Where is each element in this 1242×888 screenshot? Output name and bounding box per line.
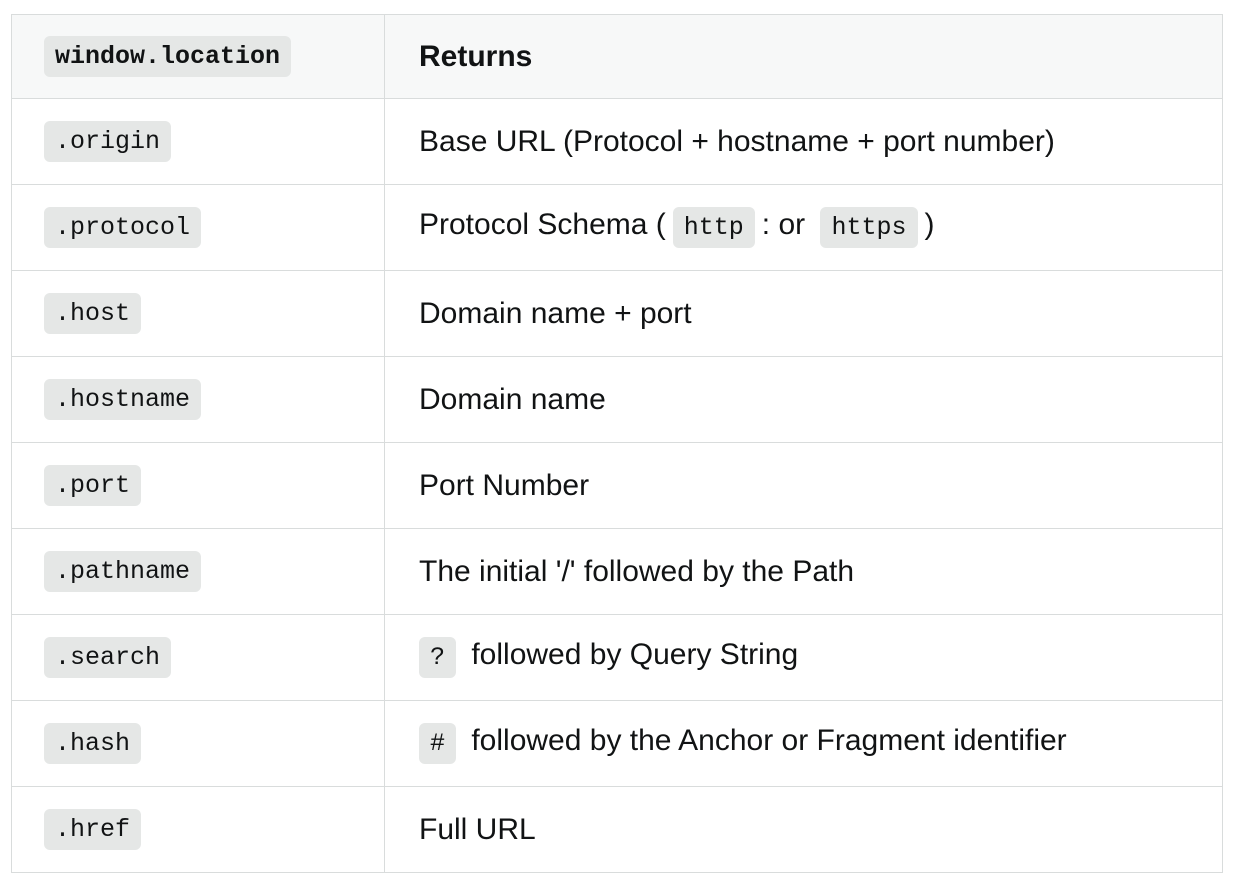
returns-cell: Protocol Schema (http: or https) xyxy=(384,184,1223,271)
table-row: .hash # followed by the Anchor or Fragmen… xyxy=(11,700,1223,787)
returns-text: : or xyxy=(761,208,814,241)
property-code-chip: .hostname xyxy=(44,379,202,420)
returns-text: Port Number xyxy=(419,468,590,502)
returns-text: Base URL (Protocol + hostname + port num… xyxy=(419,124,1055,158)
table-row: .hostname Domain name xyxy=(11,356,1223,443)
returns-text: Full URL xyxy=(419,812,536,846)
table-header-row: window.location Returns xyxy=(11,14,1223,99)
returns-cell: Full URL xyxy=(384,786,1223,873)
table-body: .origin Base URL (Protocol + hostname + p… xyxy=(11,98,1223,873)
returns-cell: ? followed by Query String xyxy=(384,614,1223,701)
returns-cell: Base URL (Protocol + hostname + port num… xyxy=(384,98,1223,185)
property-cell: .hash xyxy=(11,700,385,787)
inline-code-chip: https xyxy=(820,207,918,248)
inline-code-chip: http xyxy=(672,207,755,248)
returns-text: followed by Query String xyxy=(463,638,799,671)
table-row: .host Domain name + port xyxy=(11,270,1223,357)
property-cell: .href xyxy=(11,786,385,873)
table-row: .port Port Number xyxy=(11,442,1223,529)
table-row: .origin Base URL (Protocol + hostname + p… xyxy=(11,98,1223,185)
returns-text: followed by the Anchor or Fragment ident… xyxy=(463,724,1067,757)
returns-cell: Port Number xyxy=(384,442,1223,529)
returns-text: Domain name + port xyxy=(419,296,692,330)
property-code-chip: .port xyxy=(44,465,142,506)
property-code-chip: .protocol xyxy=(44,207,202,248)
returns-text: The initial '/' followed by the Path xyxy=(419,554,855,588)
property-code-chip: .search xyxy=(44,637,172,678)
property-cell: .hostname xyxy=(11,356,385,443)
property-code-chip: .hash xyxy=(44,723,142,764)
property-cell: .port xyxy=(11,442,385,529)
property-cell: .protocol xyxy=(11,184,385,271)
returns-cell: The initial '/' followed by the Path xyxy=(384,528,1223,615)
returns-cell: Domain name + port xyxy=(384,270,1223,357)
property-cell: .search xyxy=(11,614,385,701)
property-code-chip: .origin xyxy=(44,121,172,162)
header-cell-returns: Returns xyxy=(384,14,1223,99)
inline-code-chip: ? xyxy=(419,637,457,678)
table-row: .pathname The initial '/' followed by the… xyxy=(11,528,1223,615)
property-code-chip: .href xyxy=(44,809,142,850)
returns-text: Protocol Schema ( xyxy=(419,208,666,241)
header-cell-property: window.location xyxy=(11,14,385,99)
returns-text: ) xyxy=(924,208,935,241)
returns-cell: # followed by the Anchor or Fragment ide… xyxy=(384,700,1223,787)
returns-cell: Domain name xyxy=(384,356,1223,443)
table-row: .protocol Protocol Schema (http: or https… xyxy=(11,184,1223,271)
window-location-reference: window.location Returns .origin Base URL … xyxy=(11,14,1223,873)
table-row: .href Full URL xyxy=(11,786,1223,873)
returns-text: Domain name xyxy=(419,382,606,416)
table-header: window.location Returns xyxy=(11,14,1223,99)
property-code-chip: .pathname xyxy=(44,551,202,592)
property-cell: .origin xyxy=(11,98,385,185)
inline-code-chip: # xyxy=(419,723,457,764)
window-location-code-chip: window.location xyxy=(44,36,292,77)
property-cell: .pathname xyxy=(11,528,385,615)
table-row: .search? followed by Query String xyxy=(11,614,1223,701)
property-code-chip: .host xyxy=(44,293,142,334)
property-cell: .host xyxy=(11,270,385,357)
window-location-table: window.location Returns .origin Base URL … xyxy=(11,14,1223,873)
